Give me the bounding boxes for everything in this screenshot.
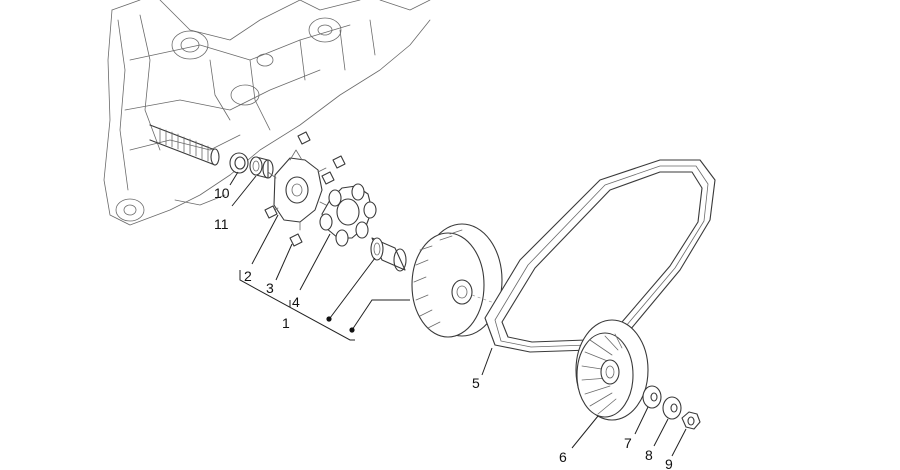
callout-6: 6 (559, 449, 567, 465)
part-9-nut (681, 411, 701, 430)
part-6-fixed-pulley (575, 319, 649, 421)
callout-5: 5 (472, 375, 480, 391)
callout-3: 3 (266, 280, 274, 296)
leader-dot-pulley (349, 327, 355, 333)
callout-2: 2 (244, 268, 252, 284)
part-7-washer (642, 385, 662, 409)
callout-8: 8 (645, 447, 653, 463)
callout-10: 10 (214, 185, 230, 201)
part-5-belt (484, 159, 716, 353)
callout-9: 9 (665, 456, 673, 470)
engine-crankcase (103, 0, 431, 226)
part-8-washer (662, 396, 682, 420)
spacer-sleeve (370, 237, 407, 272)
callout-4: 4 (292, 294, 300, 310)
part-2-ramp-plate (267, 149, 329, 231)
part-4-rollers (319, 183, 377, 247)
leader-lines (229, 171, 687, 457)
leader-dot-sleeve (326, 316, 332, 322)
callout-11: 11 (214, 216, 229, 232)
movable-half-pulley (411, 223, 503, 338)
callout-7: 7 (624, 435, 632, 451)
part-11-bushing (249, 156, 274, 179)
callout-1: 1 (282, 315, 290, 331)
part-10-oring (229, 152, 249, 174)
